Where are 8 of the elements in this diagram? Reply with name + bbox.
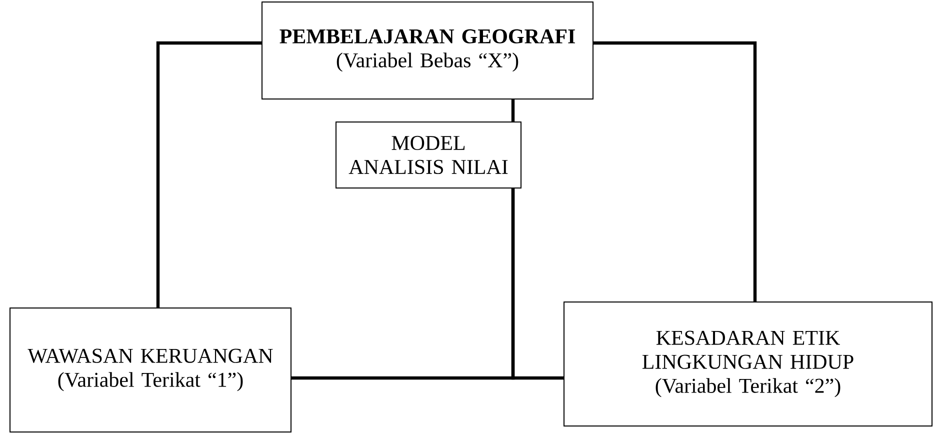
text-box: PEMBELAJARAN GEOGRAFI (Variabel Bebas “X”) bbox=[262, 2, 594, 100]
connector-line bbox=[156, 41, 262, 308]
text-box: MODEL ANALISIS NILAI bbox=[336, 122, 522, 188]
connector-line bbox=[594, 41, 757, 302]
text-box: WAWASAN KERUANGAN (Variabel Terikat “1”) bbox=[10, 308, 292, 432]
connector-line bbox=[511, 188, 564, 380]
text-box: KESADARAN ETIK LINGKUNGAN HIDUP (Variabel Terikat “2”) bbox=[564, 302, 932, 426]
connector-line bbox=[511, 100, 515, 122]
